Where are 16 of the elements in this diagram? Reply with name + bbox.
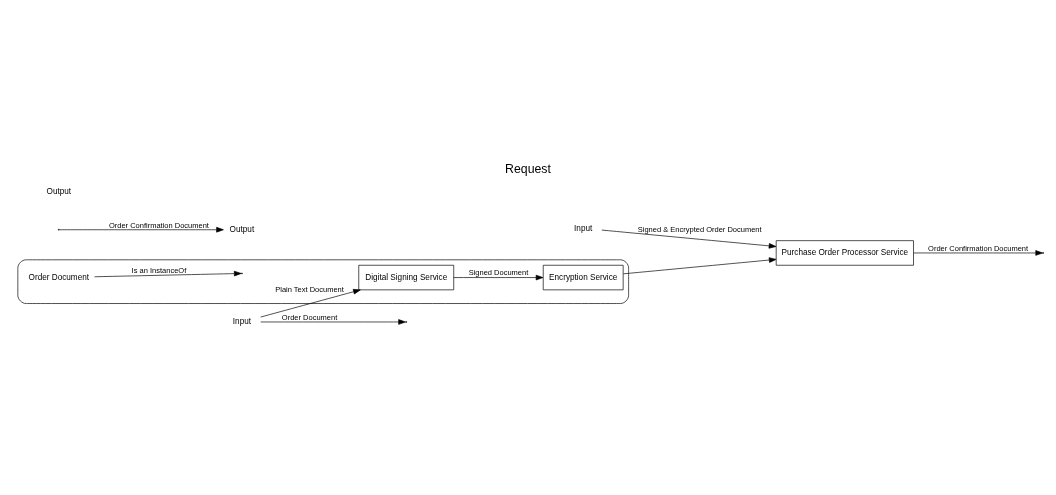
- edge-label: Order Document: [281, 312, 338, 322]
- edge-label: Signed Document: [468, 268, 529, 278]
- arrow: [260, 319, 406, 325]
- edge-label: Order Confirmation Document: [108, 220, 209, 230]
- cluster: [17, 259, 629, 304]
- arrow: [260, 289, 361, 318]
- edge-label: Order Confirmation Document: [928, 243, 1029, 253]
- edge-label: Signed & Encrypted Order Document: [637, 224, 762, 234]
- diagram-title: Request: [505, 162, 551, 177]
- arrow: [601, 229, 777, 249]
- arrow: [623, 257, 777, 275]
- edge-label: Plain Text Document: [275, 285, 344, 295]
- arrow: [453, 274, 544, 281]
- arrow: [59, 227, 224, 233]
- edge-label: Is an InstanceOf: [131, 265, 187, 275]
- arrow: [913, 250, 1043, 256]
